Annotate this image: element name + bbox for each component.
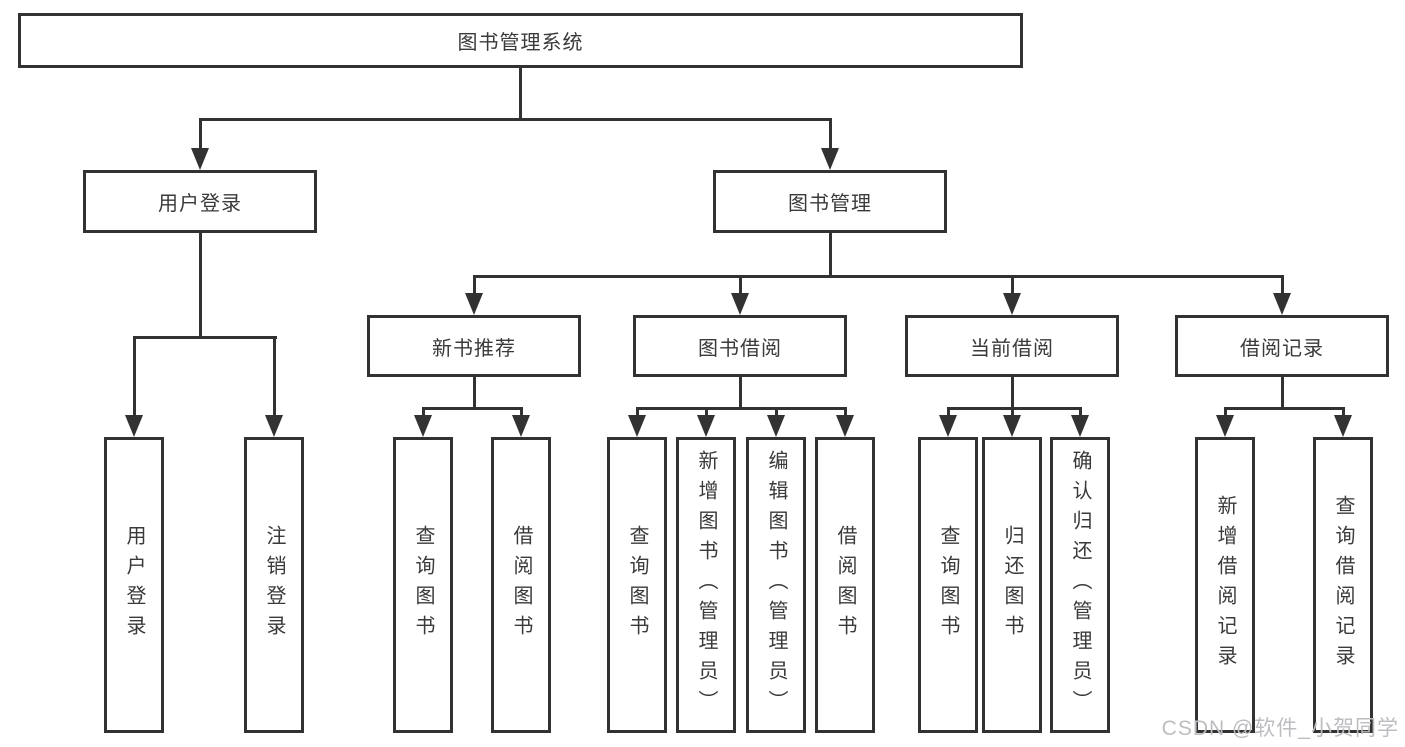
arrowhead-leaf <box>1071 415 1089 437</box>
leaf-records-query-label: 查询借阅记录 <box>1332 495 1354 675</box>
connector-section-drop <box>473 275 476 295</box>
connector-section-drop <box>1281 275 1284 295</box>
leaf-records-add: 新增借阅记录 <box>1195 437 1255 733</box>
connector-leaf-drop <box>133 336 136 417</box>
leaf-borrow-edit-admin: 编辑图书（管理员） <box>746 437 806 733</box>
connector-newbooks-rail <box>422 407 523 410</box>
connector-leaf-drop <box>844 407 847 419</box>
node-new-books: 新书推荐 <box>367 315 581 377</box>
arrowhead-leaf <box>1216 415 1234 437</box>
connector-leaf-drop <box>422 407 425 419</box>
leaf-current-return-label: 归还图书 <box>1001 525 1023 645</box>
connector-leaf-drop <box>775 407 778 419</box>
arrowhead-leaf <box>1003 415 1021 437</box>
connector-records-stem <box>1281 377 1284 410</box>
leaf-records-query: 查询借阅记录 <box>1313 437 1373 733</box>
arrowhead-leaf <box>939 415 957 437</box>
arrowhead-leaf <box>697 415 715 437</box>
leaf-borrow-query-label: 查询图书 <box>626 525 648 645</box>
connector-leaf-drop <box>520 407 523 419</box>
node-user-login: 用户登录 <box>83 170 317 233</box>
connector-leaf-drop <box>705 407 708 419</box>
node-borrow-records: 借阅记录 <box>1175 315 1389 377</box>
node-book-mgmt: 图书管理 <box>713 170 947 233</box>
connector-leaf-drop <box>1079 407 1082 419</box>
arrowhead-section <box>465 293 483 315</box>
arrowhead-leaf <box>628 415 646 437</box>
connector-newbooks-stem <box>473 377 476 410</box>
connector-leaf-drop <box>1011 407 1014 419</box>
leaf-borrow-query: 查询图书 <box>607 437 667 733</box>
connector-root-stem <box>519 68 522 121</box>
leaf-borrow-add-admin: 新增图书（管理员） <box>676 437 736 733</box>
connector-bookborrow-stem <box>739 377 742 410</box>
connector-userlogin-stem <box>199 233 202 339</box>
connector-leaf-drop <box>273 336 276 417</box>
node-current-borrow-label: 当前借阅 <box>970 337 1054 360</box>
arrowhead-bookmgmt <box>821 148 839 170</box>
connector-records-rail <box>1224 407 1345 410</box>
connector-leaf-drop <box>1342 407 1345 419</box>
leaf-borrow-borrow-label: 借阅图书 <box>834 525 856 645</box>
leaf-newbooks-borrow: 借阅图书 <box>491 437 551 733</box>
leaf-newbooks-query: 查询图书 <box>393 437 453 733</box>
connector-leaf-drop <box>947 407 950 419</box>
connector-bookmgmt-rail <box>473 275 1284 278</box>
arrowhead-leaf <box>414 415 432 437</box>
connector-bookmgmt-stem <box>829 233 832 278</box>
connector-currentborrow-rail <box>947 407 1082 410</box>
connector-userlogin-drop <box>199 118 202 150</box>
arrowhead-section <box>731 293 749 315</box>
leaf-logout-label: 注销登录 <box>263 525 285 645</box>
leaf-user-login: 用户登录 <box>104 437 164 733</box>
node-root-label: 图书管理系统 <box>457 32 584 54</box>
node-book-borrow: 图书借阅 <box>633 315 847 377</box>
leaf-borrow-add-admin-label: 新增图书（管理员） <box>695 450 717 720</box>
arrowhead-leaf <box>767 415 785 437</box>
connector-section-drop <box>739 275 742 295</box>
leaf-current-return: 归还图书 <box>982 437 1042 733</box>
arrowhead-userlogin <box>191 148 209 170</box>
csdn-watermark: CSDN @软件_小贺同学 <box>1161 717 1399 740</box>
node-borrow-records-label: 借阅记录 <box>1240 337 1324 360</box>
connector-leaf-drop <box>636 407 639 419</box>
leaf-borrow-edit-admin-label: 编辑图书（管理员） <box>765 450 787 720</box>
connector-bookmgmt-drop <box>829 118 832 150</box>
leaf-current-confirm-admin-label: 确认归还（管理员） <box>1069 450 1091 720</box>
leaf-records-add-label: 新增借阅记录 <box>1214 495 1236 675</box>
node-book-borrow-label: 图书借阅 <box>698 337 782 360</box>
leaf-current-query-label: 查询图书 <box>937 525 959 645</box>
arrowhead-leaf <box>1334 415 1352 437</box>
node-user-login-label: 用户登录 <box>158 193 242 215</box>
node-root: 图书管理系统 <box>18 13 1023 68</box>
node-current-borrow: 当前借阅 <box>905 315 1119 377</box>
connector-section-drop <box>1011 275 1014 295</box>
arrowhead-leaf <box>125 415 143 437</box>
leaf-newbooks-query-label: 查询图书 <box>412 525 434 645</box>
connector-bookborrow-rail <box>636 407 847 410</box>
connector-userlogin-rail <box>133 336 277 339</box>
leaf-borrow-borrow: 借阅图书 <box>815 437 875 733</box>
leaf-current-confirm-admin: 确认归还（管理员） <box>1050 437 1110 733</box>
connector-root-rail <box>199 118 832 121</box>
arrowhead-leaf <box>836 415 854 437</box>
leaf-newbooks-borrow-label: 借阅图书 <box>510 525 532 645</box>
arrowhead-section <box>1273 293 1291 315</box>
arrowhead-leaf <box>512 415 530 437</box>
connector-currentborrow-stem <box>1011 377 1014 410</box>
node-book-mgmt-label: 图书管理 <box>788 193 872 215</box>
leaf-user-login-label: 用户登录 <box>123 525 145 645</box>
leaf-current-query: 查询图书 <box>918 437 978 733</box>
arrowhead-leaf <box>265 415 283 437</box>
node-new-books-label: 新书推荐 <box>432 337 516 360</box>
arrowhead-section <box>1003 293 1021 315</box>
connector-leaf-drop <box>1224 407 1227 419</box>
leaf-logout: 注销登录 <box>244 437 304 733</box>
